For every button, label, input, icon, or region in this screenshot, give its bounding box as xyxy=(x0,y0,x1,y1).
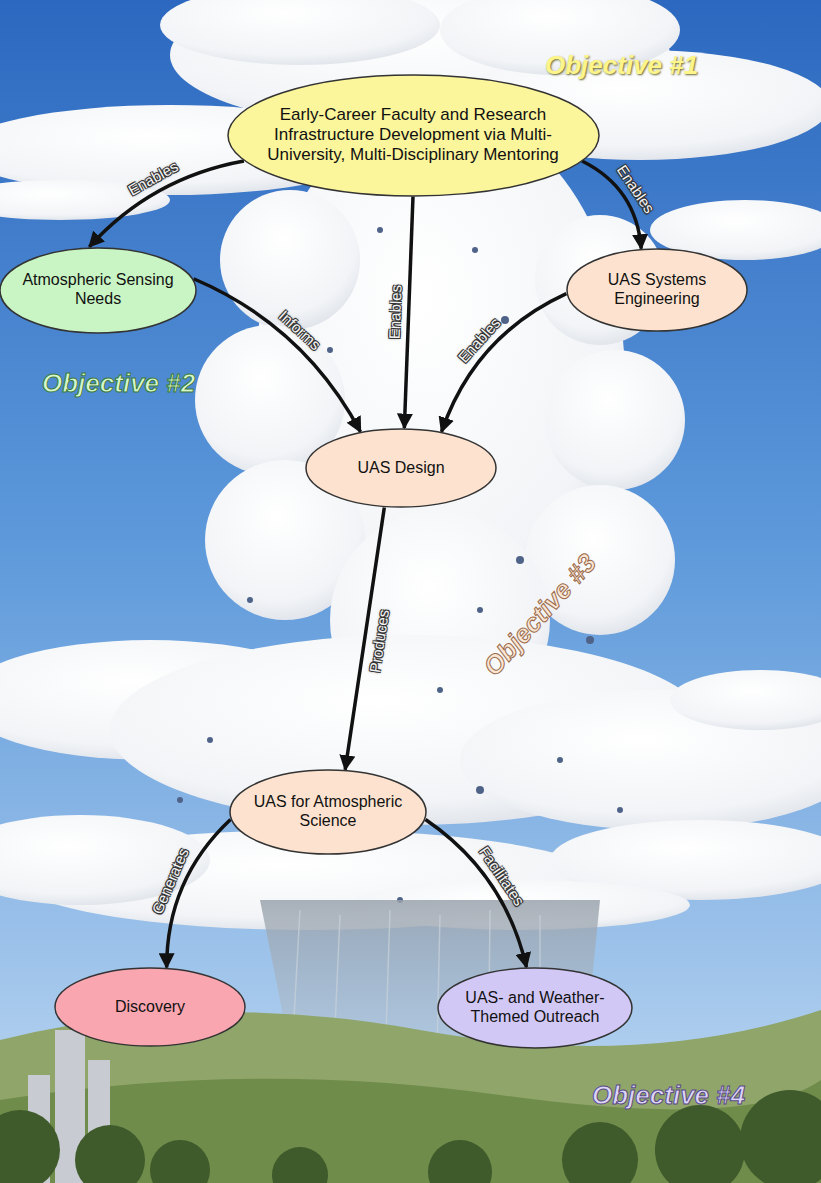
objective-label: Objective #1 xyxy=(545,50,698,81)
edge-label: Enables xyxy=(385,284,404,339)
design-ellipse: UAS Design xyxy=(305,428,497,508)
node-text: Early-Career Faculty and Research Infras… xyxy=(258,105,568,165)
node-text: Atmospheric Sensing Needs xyxy=(18,271,178,309)
node-text: UAS Design xyxy=(326,459,476,478)
outreach-ellipse: UAS- and Weather-Themed Outreach xyxy=(437,967,633,1049)
node-text: UAS- and Weather-Themed Outreach xyxy=(457,989,613,1027)
flow-arrow xyxy=(167,819,231,967)
product-ellipse: UAS for Atmospheric Science xyxy=(229,769,427,855)
discovery-ellipse: Discovery xyxy=(54,967,246,1047)
flow-arrow xyxy=(194,279,361,432)
node-text: UAS Systems Engineering xyxy=(587,271,727,309)
flow-arrow xyxy=(442,294,567,432)
objective-ellipse: Early-Career Faculty and Research Infras… xyxy=(227,74,600,197)
objective-label: Objective #4 xyxy=(592,1080,745,1111)
needs-ellipse: Atmospheric Sensing Needs xyxy=(0,247,197,334)
node-text: UAS for Atmospheric Science xyxy=(248,793,408,831)
objective-label: Objective #2 xyxy=(42,368,195,399)
node-text: Discovery xyxy=(75,998,225,1017)
engineering-ellipse: UAS Systems Engineering xyxy=(566,248,748,332)
flow-arrow xyxy=(404,197,413,429)
